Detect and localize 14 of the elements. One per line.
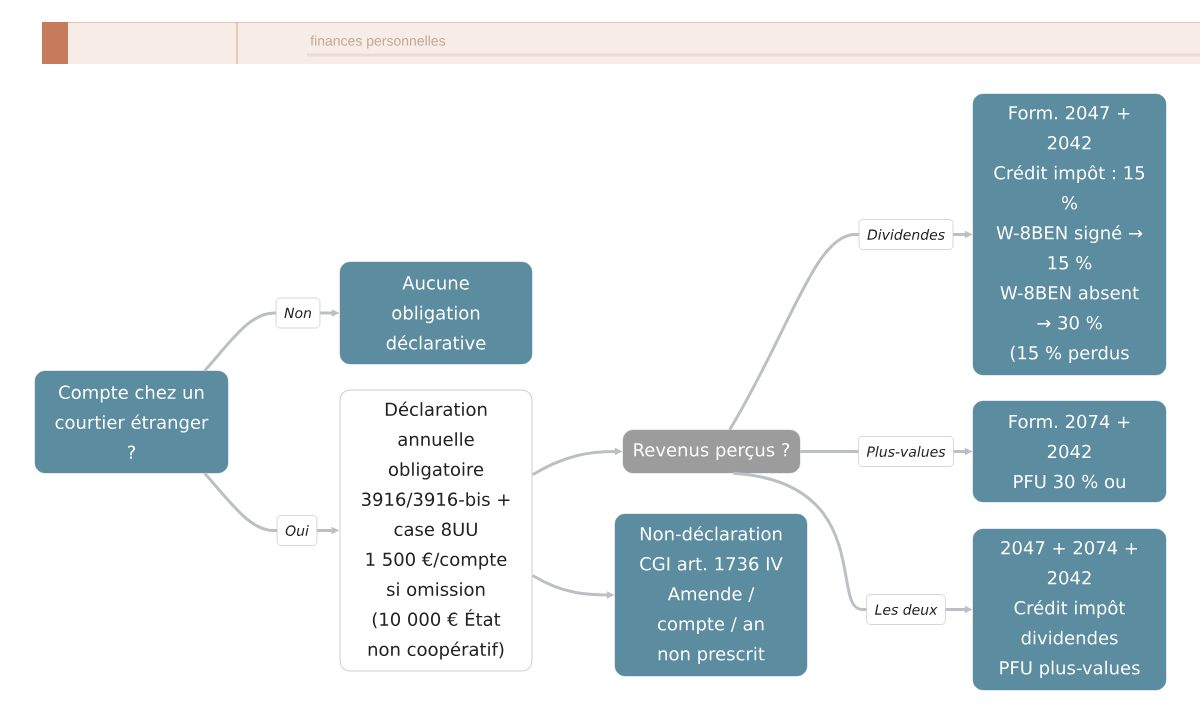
process-box: Aucune obligation déclarative [339,261,533,365]
tagline: finances personnelles [310,35,446,49]
process-box: Form. 2074 + 2042 PFU 30 % ou [972,400,1167,503]
edge-label: Les deux [866,594,946,625]
decision-box: Revenus perçus ? [622,429,801,474]
process-box: Non-déclaration CGI art. 1736 IV Amende / compte / an non prescrit [614,513,808,677]
edge-label: Oui [276,515,318,546]
edge-label: Non [275,297,321,329]
decision-box: Compte chez un courtier étranger ? [34,370,229,474]
edge-label: Dividendes [858,219,954,250]
process-box: Form. 2047 + 2042 Crédit impôt : 15 % W-8BEN signé → 15 % W-8BEN absent → 30 % (15 % perdus [972,93,1167,376]
process-box: Déclaration annuelle obligatoire 3916/3916-bis + case 8UU 1 500 €/compte si omission (10 000 € État non coopératif) [339,389,533,672]
edge-label: Plus-values [858,436,954,467]
process-box: 2047 + 2074 + 2042 Crédit impôt dividendes PFU plus-values [972,528,1167,691]
